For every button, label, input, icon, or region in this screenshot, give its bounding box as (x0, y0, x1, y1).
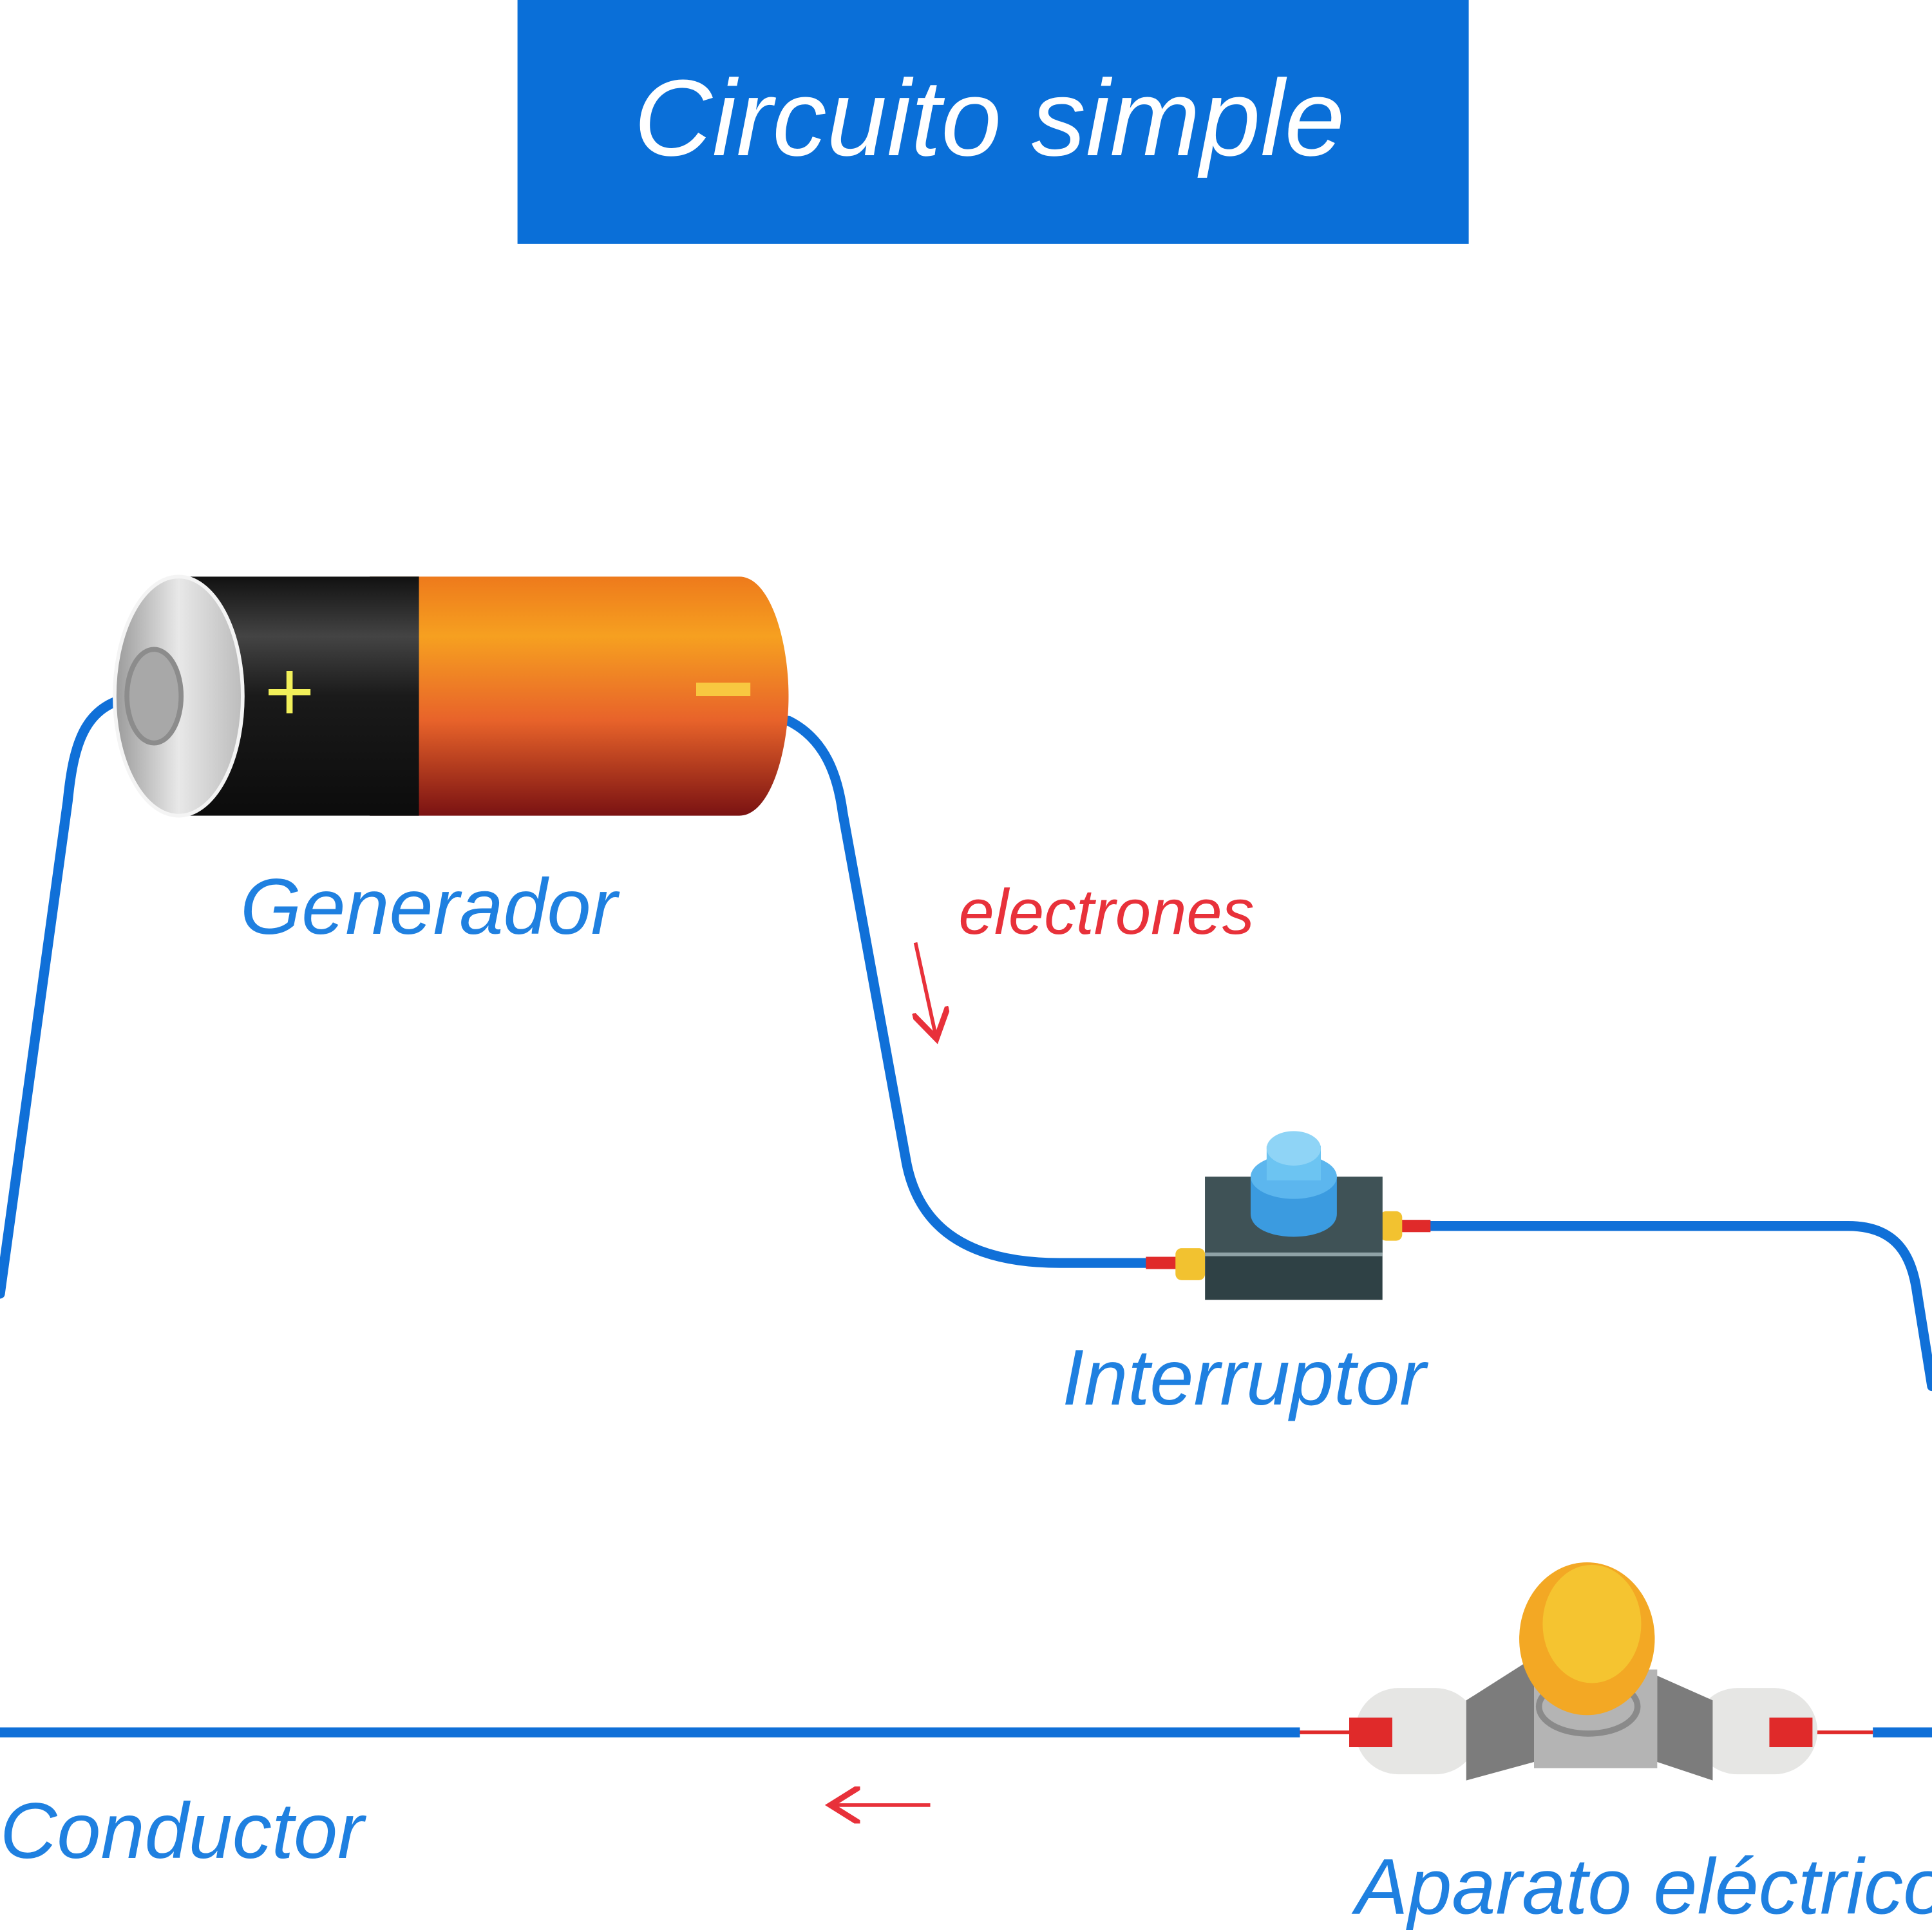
label-switch: Interruptor (1062, 1333, 1428, 1421)
label-conductor: Conductor (0, 1786, 366, 1875)
label-electrons: electrones (959, 876, 1255, 948)
wire-battery-to-switch (783, 715, 1151, 1268)
switch-interruptor (1146, 1131, 1431, 1300)
battery-generator: + (113, 574, 789, 818)
electron-flow-arrow-down (916, 942, 937, 1039)
negative-terminal-symbol (696, 682, 751, 696)
label-device: Aparato eléctrico (1351, 1842, 1932, 1930)
label-generator: Generador (240, 862, 620, 951)
wire-switch-to-device (1424, 1221, 1932, 1392)
wire-left (0, 691, 143, 1299)
electric-device-bulb (1300, 1562, 1873, 1781)
diagram-title: Circuito simple (634, 57, 1345, 178)
positive-terminal-symbol: + (265, 643, 315, 739)
conductor-wires (0, 691, 1932, 1738)
title-banner: Circuito simple (517, 0, 1469, 244)
